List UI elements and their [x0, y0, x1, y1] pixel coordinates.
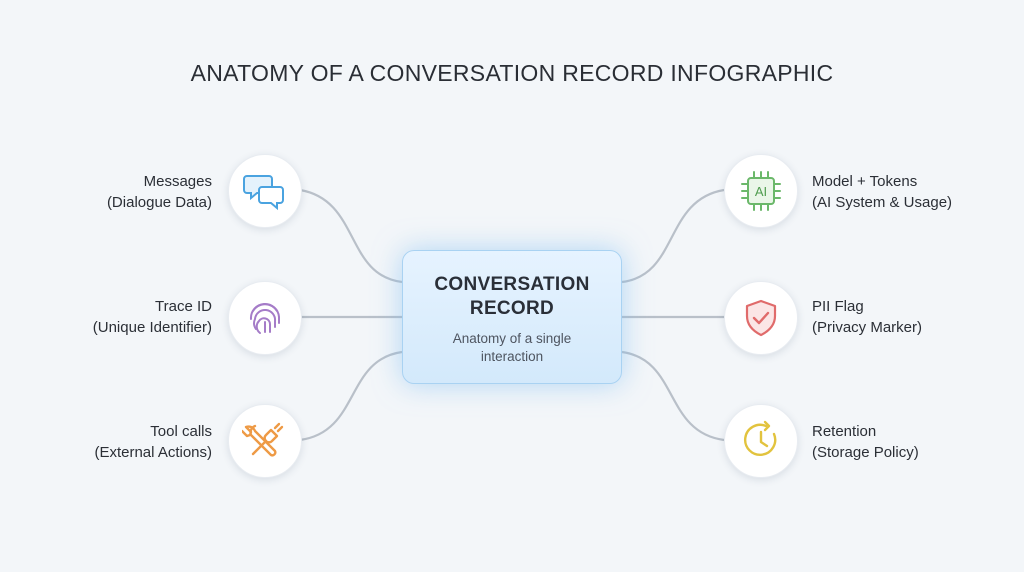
node-label-retention: Retention (Storage Policy): [812, 423, 919, 461]
node-pii-flag: [724, 281, 798, 355]
node-label-model-tokens: Model + Tokens (AI System & Usage): [812, 173, 953, 211]
center-subtitle: Anatomy of a single interaction: [452, 331, 572, 364]
node-label-messages: Messages (Dialogue Data): [106, 173, 212, 211]
node-model-tokens: AI: [724, 154, 798, 228]
fingerprint-icon: [249, 302, 280, 334]
svg-text:AI: AI: [755, 184, 767, 199]
shield-check-icon: [745, 299, 777, 337]
connector-tool-calls: [299, 350, 403, 442]
node-messages: [228, 154, 302, 228]
node-tool-calls: [228, 404, 302, 478]
connector-messages: [299, 188, 403, 284]
ai-chip-icon: AI: [741, 171, 781, 211]
connector-retention: [621, 350, 725, 442]
clock-icon: [744, 420, 777, 456]
page-title: ANATOMY OF A CONVERSATION RECORD INFOGRA…: [190, 60, 834, 86]
center-card: CONVERSATION RECORD Anatomy of a single …: [402, 250, 622, 384]
node-trace-id: [228, 281, 302, 355]
node-retention: [724, 404, 798, 478]
wrench-plug-icon: [242, 422, 284, 457]
chat-bubbles-icon: [243, 175, 284, 211]
node-label-tool-calls: Tool calls (External Actions): [94, 423, 212, 461]
node-label-pii-flag: PII Flag (Privacy Marker): [812, 298, 923, 336]
center-title: CONVERSATION RECORD: [434, 274, 590, 319]
connector-model-tokens: [621, 188, 725, 284]
node-label-trace-id: Trace ID (Unique Identifier): [92, 298, 212, 336]
